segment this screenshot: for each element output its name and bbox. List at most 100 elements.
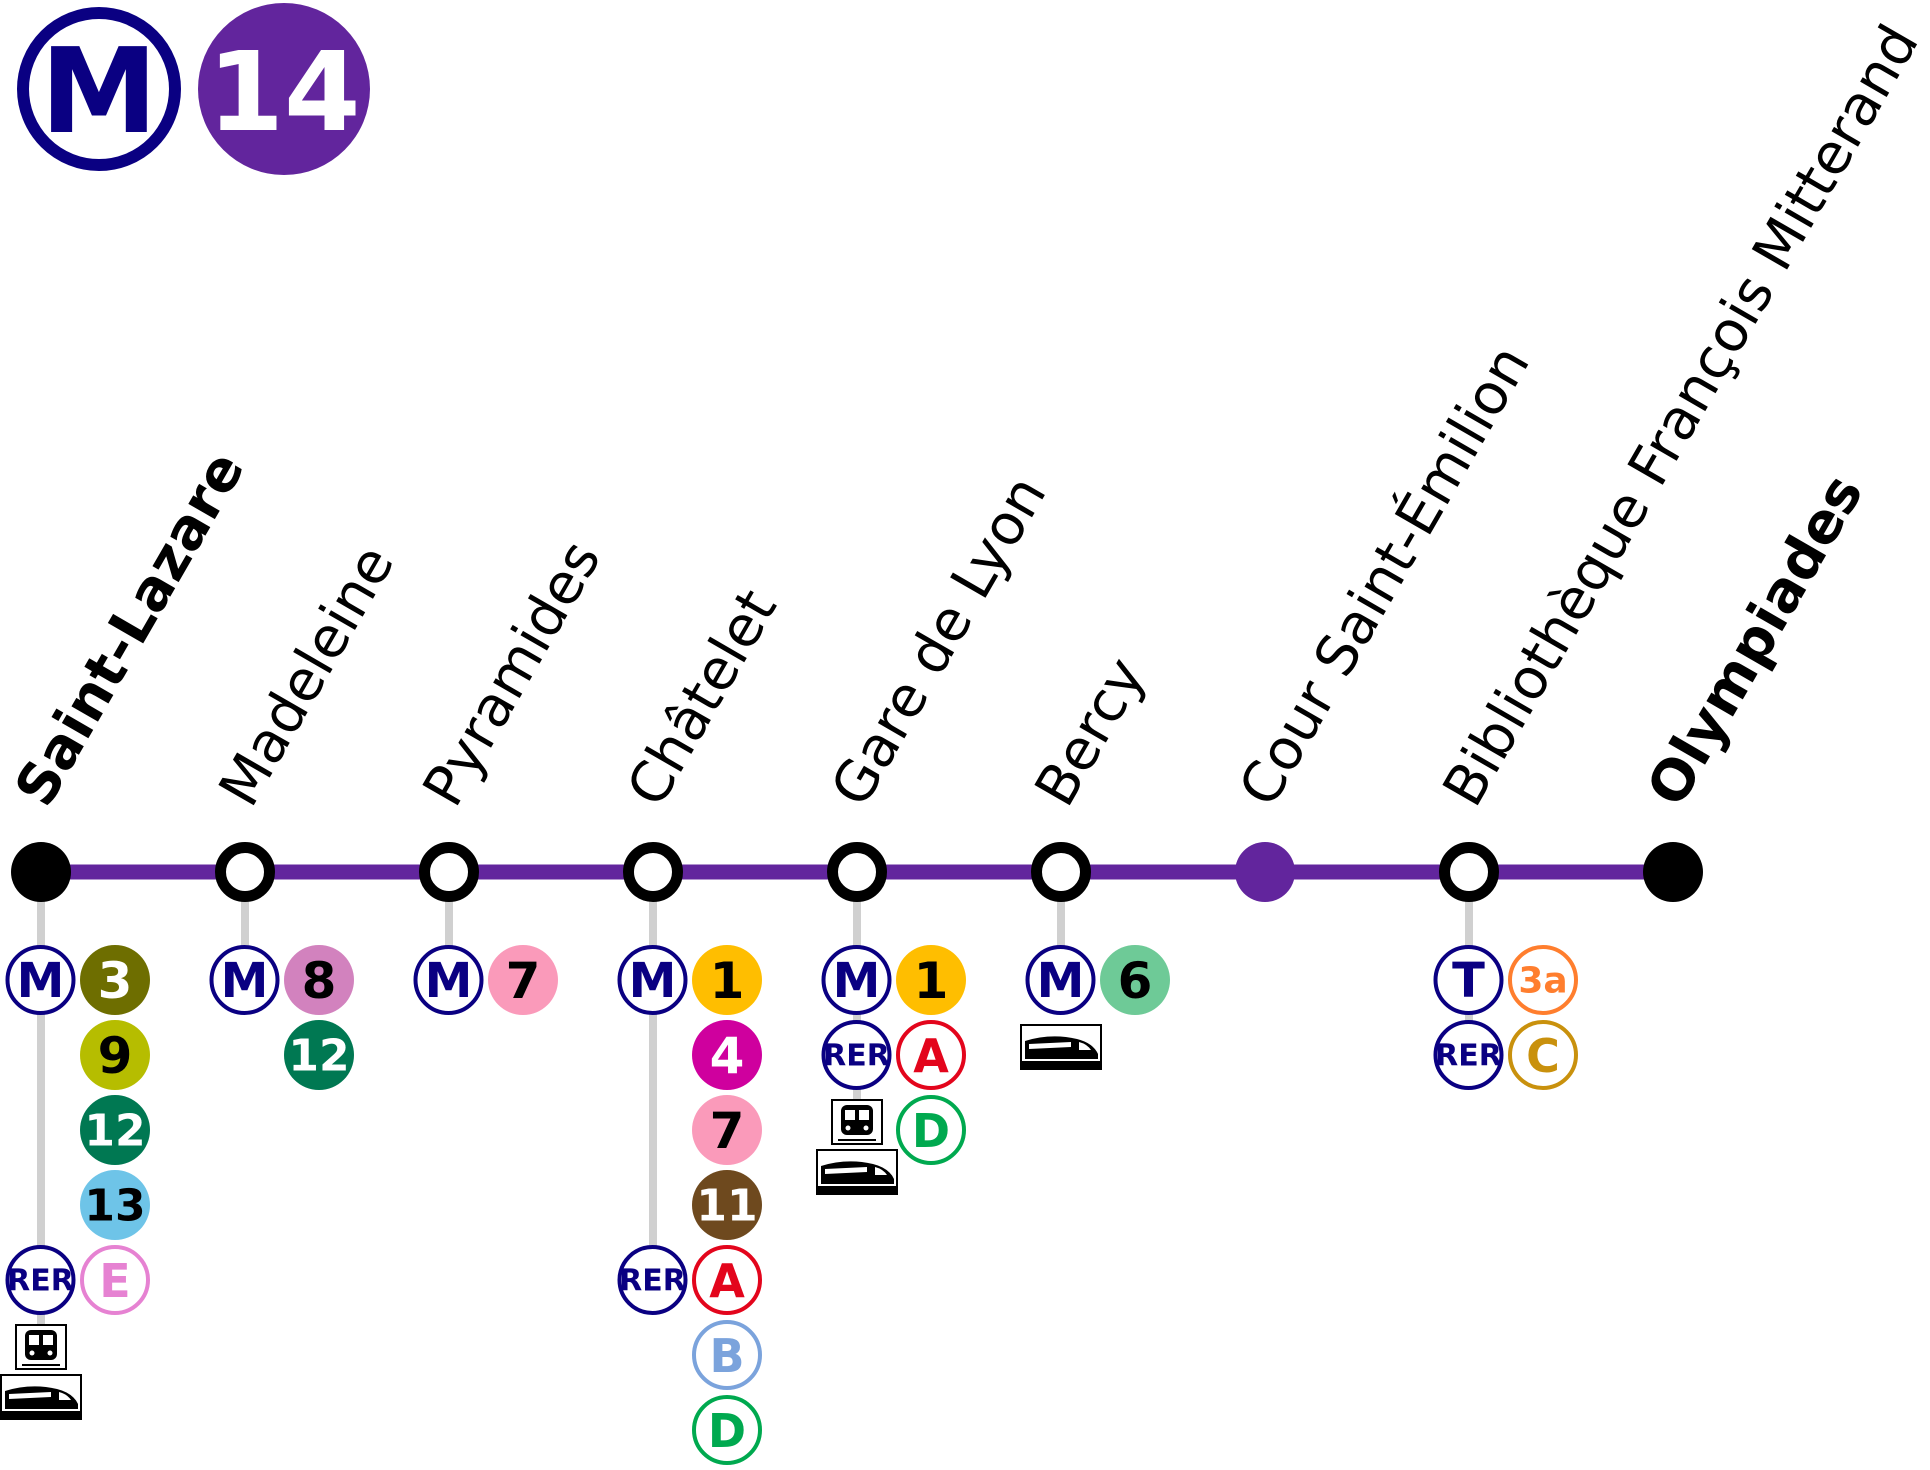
- line-14-badge: 14: [198, 3, 370, 175]
- terminus-marker: [11, 842, 71, 902]
- line-label: D: [708, 1404, 746, 1458]
- line-label: 8: [302, 952, 337, 1010]
- metro-line-4-badge[interactable]: [692, 1020, 762, 1090]
- line-label: 6: [1118, 952, 1153, 1010]
- metro-logo-letter: M: [40, 22, 157, 160]
- mode-label: M: [17, 953, 65, 1009]
- interchange-marker: [1439, 842, 1499, 902]
- line-label: C: [1526, 1029, 1560, 1083]
- line-b-badge[interactable]: [692, 1320, 762, 1390]
- line-label: 1: [710, 952, 745, 1010]
- line-label: D: [912, 1104, 950, 1158]
- mode-m-badge[interactable]: [209, 945, 280, 1015]
- mode-rer-badge[interactable]: [1433, 1020, 1504, 1090]
- line-c-badge[interactable]: [1508, 1020, 1578, 1090]
- line-a-badge[interactable]: [692, 1245, 762, 1315]
- high-speed-train-icon: [816, 1149, 898, 1195]
- station-name: Pyramides: [411, 530, 614, 817]
- line-label: 1: [914, 952, 949, 1010]
- station-name: Madeleine: [207, 535, 407, 817]
- mode-label: RER: [1435, 1039, 1502, 1074]
- interchange-marker: [623, 842, 683, 902]
- mode-label: RER: [823, 1039, 890, 1074]
- line-label: 3a: [1518, 961, 1567, 1002]
- mode-t-badge[interactable]: [1433, 945, 1504, 1015]
- line-label: 11: [696, 1181, 757, 1232]
- station-name: Olympiades: [1635, 464, 1876, 817]
- metro-line-1-badge[interactable]: [692, 945, 762, 1015]
- metro-line-3-badge[interactable]: [80, 945, 150, 1015]
- mode-rer-badge[interactable]: [821, 1020, 892, 1090]
- metro-line-13-badge[interactable]: [80, 1170, 150, 1240]
- mode-rer-badge[interactable]: [617, 1245, 688, 1315]
- interchange-marker: [1031, 842, 1091, 902]
- metro-line-9-badge[interactable]: [80, 1020, 150, 1090]
- metro-line-12-badge[interactable]: [80, 1095, 150, 1165]
- mode-label: M: [221, 953, 269, 1009]
- line-d-badge[interactable]: [896, 1095, 966, 1165]
- mode-m-badge[interactable]: [413, 945, 484, 1015]
- line-label: 9: [98, 1027, 133, 1085]
- mode-rer-badge[interactable]: [5, 1245, 76, 1315]
- line-e-badge[interactable]: [80, 1245, 150, 1315]
- station-olympiades[interactable]: Olympiades: [1635, 464, 1876, 902]
- metro-logo: M: [17, 7, 181, 171]
- mode-label: M: [833, 953, 881, 1009]
- terminus-marker: [1643, 842, 1703, 902]
- connection-stems: [37, 872, 1473, 1325]
- line-label: 12: [84, 1106, 145, 1157]
- interchange-marker: [215, 842, 275, 902]
- line-label: 3: [98, 952, 133, 1010]
- mode-label: T: [1452, 953, 1485, 1009]
- line-label: 12: [288, 1031, 349, 1082]
- mode-m-badge[interactable]: [1025, 945, 1096, 1015]
- mode-m-badge[interactable]: [821, 945, 892, 1015]
- mode-label: RER: [7, 1264, 74, 1299]
- line-label: 7: [710, 1102, 745, 1160]
- line-a-badge[interactable]: [896, 1020, 966, 1090]
- mode-m-badge[interactable]: [617, 945, 688, 1015]
- line-label: E: [99, 1254, 130, 1308]
- station-name: Châtelet: [615, 579, 790, 817]
- metro-line-11-badge[interactable]: [692, 1170, 762, 1240]
- mode-label: M: [1037, 953, 1085, 1009]
- high-speed-train-icon: [1020, 1024, 1102, 1070]
- metro-line-1-badge[interactable]: [896, 945, 966, 1015]
- line-label: B: [709, 1329, 744, 1383]
- metro-line-7-badge[interactable]: [692, 1095, 762, 1165]
- station-name: Saint-Lazare: [3, 441, 258, 817]
- interchange-marker: [419, 842, 479, 902]
- metro-line-7-badge[interactable]: [488, 945, 558, 1015]
- station-marker: [1235, 842, 1295, 902]
- line-label: A: [709, 1254, 745, 1308]
- station-cour-saint-emilion[interactable]: Cour Saint-Émilion: [1227, 335, 1543, 902]
- metro-line-8-badge[interactable]: [284, 945, 354, 1015]
- interchange-marker: [827, 842, 887, 902]
- mode-m-badge[interactable]: [5, 945, 76, 1015]
- metro-line-6-badge[interactable]: [1100, 945, 1170, 1015]
- suburban-train-icon: [15, 1324, 67, 1370]
- station-name: Gare de Lyon: [819, 465, 1060, 817]
- suburban-train-icon: [831, 1099, 883, 1145]
- metro-line-12-badge[interactable]: [284, 1020, 354, 1090]
- line-14-number: 14: [207, 28, 360, 156]
- line-d-badge[interactable]: [692, 1395, 762, 1465]
- station-name: Bercy: [1023, 647, 1159, 817]
- line-label: A: [913, 1029, 949, 1083]
- line-3a-badge[interactable]: [1508, 945, 1578, 1015]
- high-speed-train-icon: [0, 1374, 82, 1420]
- mode-label: RER: [619, 1264, 686, 1299]
